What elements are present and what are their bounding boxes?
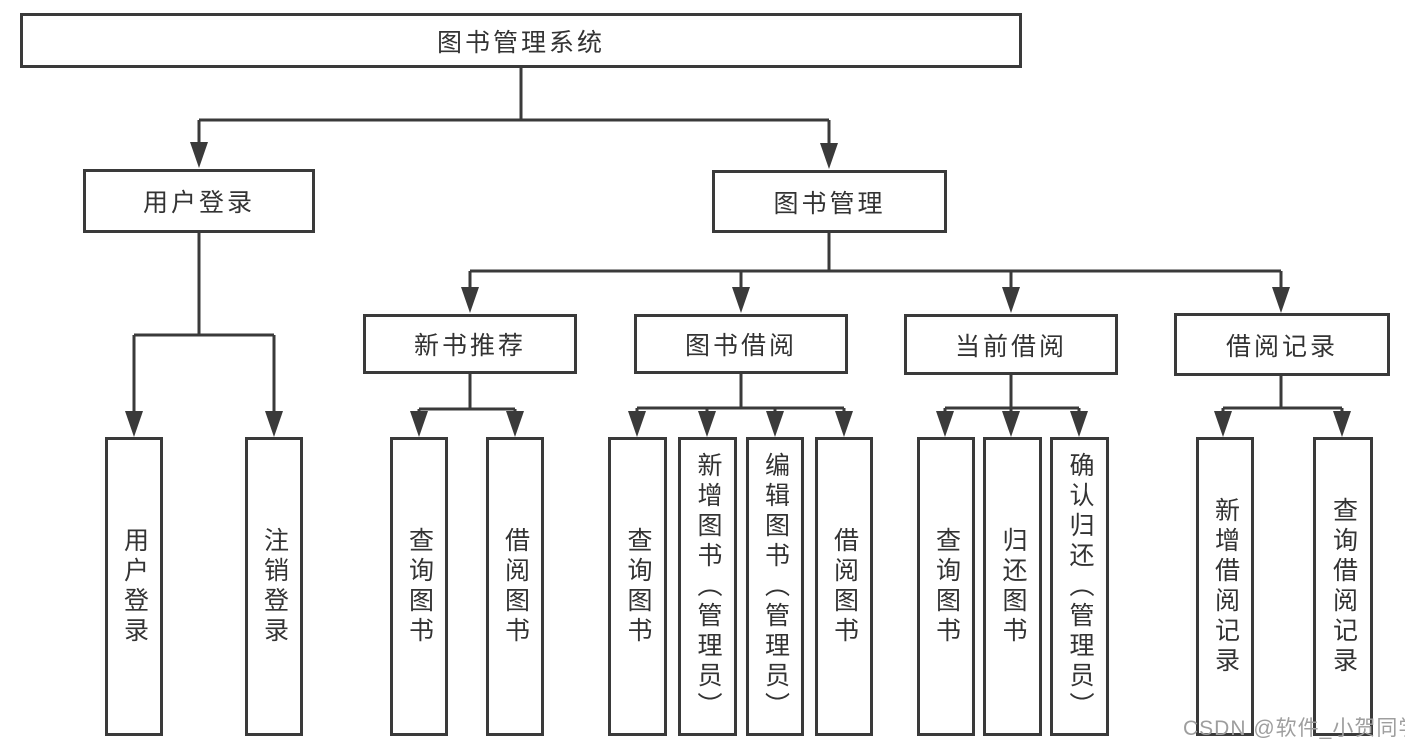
node-borrow-record: 借阅记录 bbox=[1174, 313, 1390, 376]
leaf-confirm-return-admin: 确认归还（管理员） bbox=[1050, 437, 1109, 736]
csdn-watermark: CSDN @软件_小贺同学 bbox=[1183, 717, 1405, 740]
node-book-borrow: 图书借阅 bbox=[634, 314, 848, 374]
arrowhead bbox=[1333, 411, 1351, 437]
arrowhead bbox=[1002, 411, 1020, 437]
arrowhead bbox=[1070, 411, 1088, 437]
node-label: 查询图书 bbox=[624, 526, 652, 647]
node-label: 新增图书（管理员） bbox=[694, 451, 722, 722]
node-label: 注销登录 bbox=[260, 526, 289, 647]
arrowhead bbox=[190, 142, 208, 168]
node-label: 编辑图书（管理员） bbox=[761, 451, 790, 722]
node-label: 确认归还（管理员） bbox=[1066, 451, 1094, 722]
node-label: 图书借阅 bbox=[684, 332, 797, 360]
node-label: 用户登录 bbox=[142, 189, 255, 217]
leaf-query-books-3: 查询图书 bbox=[917, 437, 975, 736]
leaf-return-books: 归还图书 bbox=[983, 437, 1042, 736]
leaf-query-books-1: 查询图书 bbox=[390, 437, 448, 736]
node-label: 查询借阅记录 bbox=[1329, 496, 1358, 677]
connector-borrow-record-children bbox=[1214, 376, 1351, 437]
arrowhead bbox=[506, 411, 524, 437]
node-label: 归还图书 bbox=[999, 526, 1027, 647]
node-library-management-system: 图书管理系统 bbox=[20, 13, 1022, 68]
arrowhead bbox=[835, 411, 853, 437]
connector-root-to-level2 bbox=[190, 67, 838, 169]
arrowhead bbox=[410, 411, 428, 437]
connector-current-borrow-children bbox=[936, 375, 1088, 437]
node-label: 借阅图书 bbox=[501, 526, 530, 647]
leaf-edit-book-admin: 编辑图书（管理员） bbox=[746, 437, 804, 736]
arrowhead bbox=[265, 411, 283, 437]
leaf-borrow-books-1: 借阅图书 bbox=[486, 437, 544, 736]
node-label: 借阅图书 bbox=[830, 526, 859, 647]
arrowhead bbox=[936, 411, 954, 437]
leaf-borrow-books-2: 借阅图书 bbox=[815, 437, 873, 736]
arrowhead bbox=[1002, 287, 1020, 313]
node-book-management: 图书管理 bbox=[712, 170, 947, 233]
leaf-query-books-2: 查询图书 bbox=[608, 437, 667, 736]
node-user-login: 用户登录 bbox=[83, 169, 315, 233]
node-label: 当前借阅 bbox=[954, 332, 1067, 361]
node-label: 新书推荐 bbox=[413, 332, 526, 360]
connector-user-login-children bbox=[125, 233, 283, 437]
leaf-query-borrow-record: 查询借阅记录 bbox=[1313, 437, 1373, 736]
node-label: 图书管理 bbox=[773, 189, 886, 218]
leaf-logout: 注销登录 bbox=[245, 437, 303, 736]
leaf-add-borrow-record: 新增借阅记录 bbox=[1196, 437, 1254, 736]
connector-book-borrow-children bbox=[628, 374, 853, 437]
node-label: 新增借阅记录 bbox=[1211, 496, 1240, 677]
connector-new-book-recommend-children bbox=[410, 374, 524, 437]
node-label: 查询图书 bbox=[405, 526, 434, 647]
arrowhead bbox=[698, 411, 716, 437]
leaf-add-book-admin: 新增图书（管理员） bbox=[678, 437, 737, 736]
node-label: 用户登录 bbox=[120, 526, 149, 647]
node-label: 借阅记录 bbox=[1225, 332, 1338, 361]
arrowhead bbox=[1214, 411, 1232, 437]
arrowhead bbox=[820, 143, 838, 169]
arrowhead bbox=[461, 287, 479, 313]
arrowhead bbox=[732, 287, 750, 313]
node-label: 图书管理系统 bbox=[436, 28, 605, 57]
arrowhead bbox=[766, 411, 784, 437]
arrowhead bbox=[1272, 287, 1290, 313]
leaf-user-login: 用户登录 bbox=[105, 437, 163, 736]
arrowhead bbox=[628, 411, 646, 437]
node-current-borrow: 当前借阅 bbox=[904, 314, 1118, 375]
node-new-book-recommend: 新书推荐 bbox=[363, 314, 577, 374]
arrowhead bbox=[125, 411, 143, 437]
connector-book-management-children bbox=[461, 233, 1290, 313]
node-label: 查询图书 bbox=[932, 526, 961, 647]
